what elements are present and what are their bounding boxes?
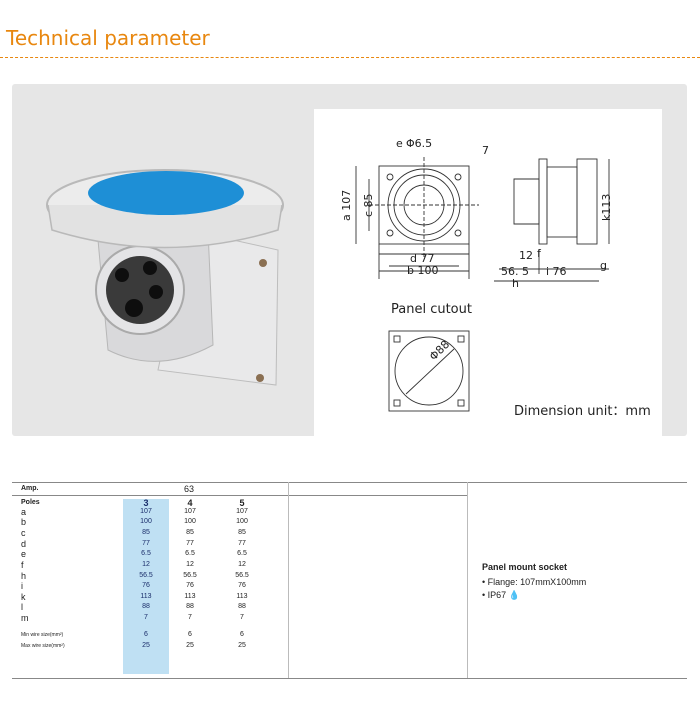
table-row: c 85 85 85 [21, 528, 246, 538]
dim-b100: b 100 [407, 264, 438, 277]
side-view-flange [538, 158, 548, 245]
table-row: e 6.5 6.5 6.5 [21, 549, 247, 559]
table-row: d 77 77 77 [21, 539, 246, 549]
pin-hole [149, 285, 163, 299]
amp-label: Amp. [21, 485, 39, 492]
spec-table: Amp. 63 Poles 3 4 5 a 107 107 107 b 100 … [12, 482, 687, 679]
ip-rating: IP67 [487, 590, 507, 600]
dimension-unit: Dimension unit：mm [514, 404, 651, 419]
dim-c85: c 85 [362, 193, 375, 217]
dim-h: h [512, 277, 519, 290]
socket-photo [46, 169, 284, 386]
table-row: l 88 88 88 [21, 602, 246, 612]
pin-hole [125, 299, 143, 317]
pin-hole [143, 261, 157, 275]
dim-phi65: Φ6.5 [406, 137, 432, 150]
table-row: m 7 7 7 [21, 613, 244, 623]
table-row: a 107 107 107 [21, 507, 248, 517]
dim-d77: d 77 [410, 252, 434, 265]
pin-hole [115, 268, 129, 282]
table-row: Max wire size(mm²) 25 25 25 [21, 642, 246, 649]
mounting-hole [259, 259, 267, 267]
dim-cut-diam: Φ88 [427, 338, 452, 363]
dim-g: g [600, 259, 607, 272]
dim-e: e [396, 137, 403, 150]
cutout-label: Panel cutout [391, 302, 472, 317]
water-drop-icon: 💧 [508, 590, 520, 600]
dim-i76: i 76 [546, 265, 567, 278]
table-row: i 76 76 76 [21, 581, 246, 591]
amp-value: 63 [184, 484, 195, 494]
table-row: Poles 3 4 5 [21, 498, 245, 508]
dim-seven: 7 [482, 144, 489, 157]
poles-label: Poles [21, 499, 40, 506]
table-row: f 12 12 12 [21, 560, 246, 570]
dim-f12: 12 [519, 249, 533, 262]
dim-h565: 56. 5 [501, 265, 529, 278]
title-divider [0, 57, 700, 58]
table-row: k 113 113 113 [21, 592, 248, 602]
dim-k113: k113 [600, 194, 613, 221]
flange-spec: Flange: 107mmX100mm [487, 577, 587, 587]
table-row: Min wire size(mm²) 6 6 6 [21, 631, 244, 638]
dim-f: f [537, 247, 542, 260]
table-row: h 56.5 56.5 56.5 [21, 571, 249, 581]
mounting-hole [256, 374, 264, 382]
table-row: b 100 100 100 [21, 517, 248, 527]
technical-drawing: e Φ6.5 7 a 107 c 85 k113 d 77 b 100 12 f… [314, 109, 662, 441]
blue-cap [88, 171, 244, 215]
side-info: Panel mount socket • Flange: 107mmX100mm… [482, 562, 587, 600]
highlight-column [123, 499, 169, 674]
cutout-outline [388, 330, 470, 412]
dim-a107: a 107 [340, 190, 353, 221]
page-title: Technical parameter [6, 26, 210, 50]
side-heading: Panel mount socket [482, 562, 568, 572]
